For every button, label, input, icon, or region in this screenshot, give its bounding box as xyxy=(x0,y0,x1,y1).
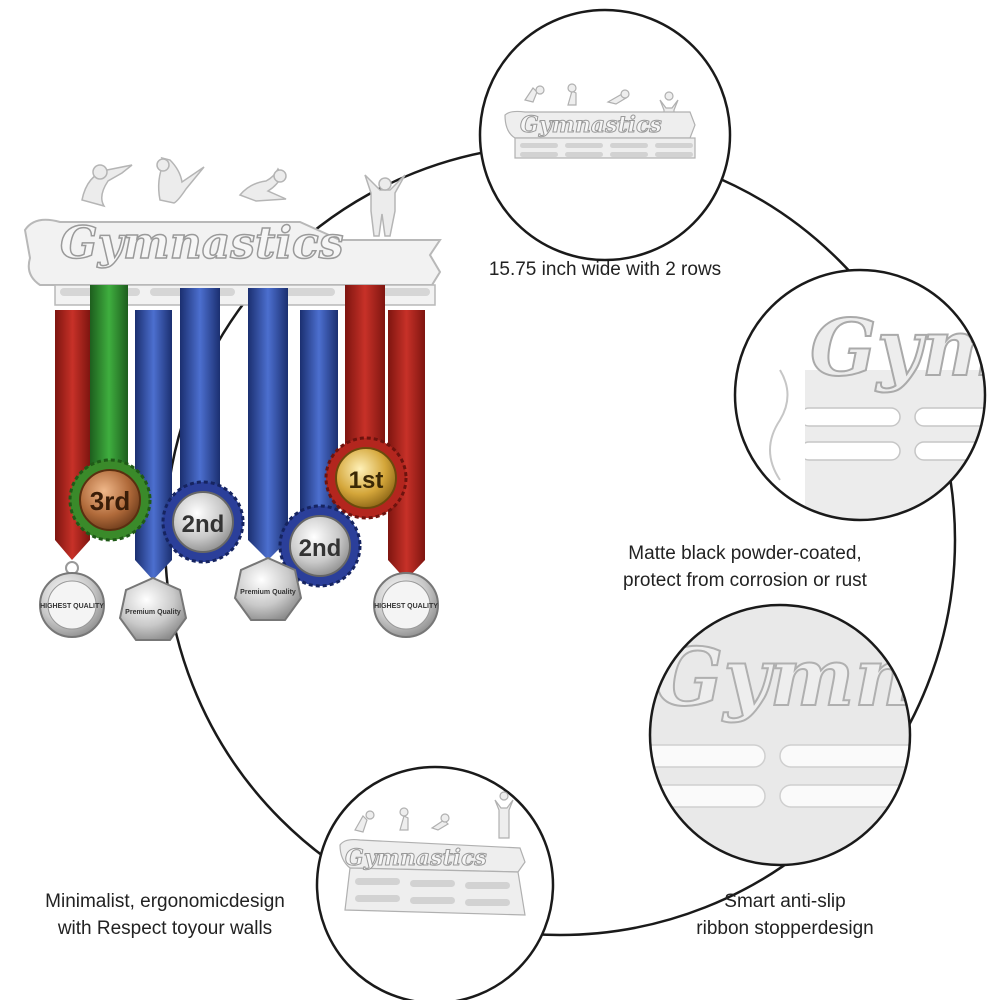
caption-line: protect from corrosion or rust xyxy=(623,570,867,591)
medal-hanging-1: HIGHEST QUALITY xyxy=(39,561,105,638)
caption-line: Matte black powder-coated, xyxy=(628,543,862,564)
medal-label: Premium Quality xyxy=(125,609,181,616)
feature-caption-width: 15.75 inch wide with 2 rows xyxy=(445,256,765,283)
detail-circle-slot-closeup: Gymnastics xyxy=(648,603,1000,867)
medal-label: Premium Quality xyxy=(240,589,296,596)
rack-text: Gymnastics xyxy=(60,218,344,269)
caption-line: Smart anti-slip xyxy=(724,891,846,912)
caption-line: Minimalist, ergonomicdesign xyxy=(45,891,285,912)
detail-circle-finish-closeup: Gymnastics xyxy=(733,268,1000,522)
medal-label: HIGHEST QUALITY xyxy=(374,603,438,610)
caption-line: 15.75 inch wide with 2 rows xyxy=(488,259,722,280)
rack-bar xyxy=(23,218,442,286)
detail-circle-rack-angle: Gymnastics xyxy=(315,765,555,1005)
medal-rosette-1st: 1st xyxy=(324,436,408,520)
medal-rosette-2nd-b: 2nd xyxy=(278,504,362,588)
medal-label: 3rd xyxy=(90,486,130,516)
medal-label: 1st xyxy=(349,467,384,494)
feature-caption-stopper: Smart anti-slip ribbon stopperdesign xyxy=(655,888,915,942)
rack-text: Gymnastics xyxy=(520,112,662,138)
rack-text: Gymnastics xyxy=(345,845,487,871)
rack-text: Gymnastics xyxy=(655,630,1000,724)
feature-caption-coating: Matte black powder-coated, protect from … xyxy=(580,540,910,594)
caption-line: ribbon stopperdesign xyxy=(696,918,874,939)
medal-hanging-3: Premium Quality xyxy=(233,556,303,621)
detail-circle-full-rack: Gymnastics xyxy=(478,8,732,262)
medal-hanging-2: Premium Quality xyxy=(118,576,188,641)
medal-rosette-3rd: 3rd xyxy=(68,458,152,542)
feature-caption-design: Minimalist, ergonomicdesign with Respect… xyxy=(0,888,330,942)
medal-rosette-2nd-a: 2nd xyxy=(161,480,245,564)
medal-label: HIGHEST QUALITY xyxy=(40,603,104,610)
medal-label: 2nd xyxy=(299,535,342,562)
medal-label: 2nd xyxy=(182,511,225,538)
medal-hanging-4: HIGHEST QUALITY xyxy=(373,572,439,638)
caption-line: with Respect toyour walls xyxy=(57,918,273,939)
medal-rack-photo: Gymnastics 3rd xyxy=(23,156,442,641)
gymnast-silhouettes-icon xyxy=(81,156,406,237)
rack-text: Gymnastics xyxy=(810,303,1000,394)
